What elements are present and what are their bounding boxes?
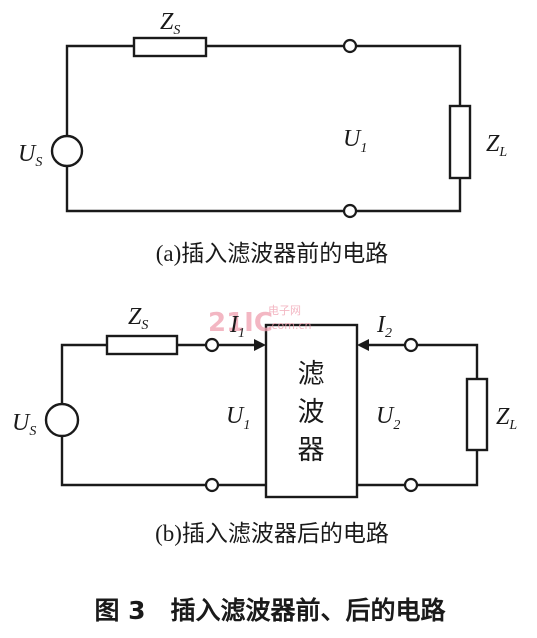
output-current-arrow	[357, 339, 369, 351]
terminal-a-bottom	[342, 203, 358, 219]
filter-char-3: 器	[298, 435, 325, 466]
source-impedance-label-b: ZS	[128, 304, 148, 333]
circuit-b-wire-top-left	[60, 343, 109, 406]
load-label-b: ZL	[496, 404, 517, 433]
circuit-a-wire-top-right	[354, 44, 462, 108]
load-label-a: ZL	[486, 131, 507, 160]
source-impedance-b-resistor	[105, 334, 179, 356]
output-current-label: I2	[376, 312, 392, 341]
watermark-big: 21IC	[208, 308, 273, 338]
input-current-arrow	[254, 339, 266, 351]
filter-char-1: 滤	[298, 359, 325, 390]
circuit-b-wire-top-right	[415, 343, 479, 381]
terminal-b-in-top	[204, 337, 220, 353]
input-voltage-label: U1	[226, 403, 250, 433]
circuit-a-wire-bottom-left	[65, 164, 346, 213]
voltage-source-a-symbol	[50, 134, 84, 168]
voltage-source-b-symbol	[44, 402, 80, 438]
figure-caption: 图 3 插入滤波器前、后的电路	[94, 596, 446, 625]
watermark-small-bottom: .com.cn	[268, 319, 312, 332]
terminal-b-out-bottom	[403, 477, 419, 493]
input-current-label: I1	[229, 312, 245, 341]
watermark-logo: 21IC 电子网 .com.cn	[208, 304, 312, 338]
load-a-resistor	[448, 104, 472, 180]
circuit-a-wire-bottom-right	[354, 176, 462, 213]
source-impedance-a-resistor	[132, 36, 208, 58]
circuit-b-wire-bottom-left	[60, 434, 208, 487]
circuit-a-wire-top-left	[65, 44, 136, 138]
watermark-small-top: 电子网	[268, 304, 301, 317]
caption-b: (b)插入滤波器后的电路	[155, 521, 389, 546]
source-label-b: US	[12, 410, 36, 439]
filter-char-2: 波	[298, 397, 325, 428]
circuit-b-wire-bottom-right	[415, 448, 479, 487]
circuit-b: 21IC 电子网 .com.cn US ZS I1 U1 I2 U2 ZL 滤 …	[12, 304, 517, 546]
port-voltage-label-a: U1	[343, 126, 367, 156]
circuit-a: US ZS U1 ZL (a)插入滤波器前的电路	[18, 9, 507, 266]
terminal-a-top	[342, 38, 358, 54]
output-voltage-label: U2	[376, 403, 400, 433]
terminal-b-out-top	[403, 337, 419, 353]
source-label-a: US	[18, 141, 42, 170]
terminal-b-in-bottom	[204, 477, 220, 493]
filter-box	[264, 323, 359, 499]
caption-a: (a)插入滤波器前的电路	[156, 241, 389, 266]
load-b-resistor	[465, 377, 489, 452]
source-impedance-label-a: ZS	[160, 9, 180, 38]
